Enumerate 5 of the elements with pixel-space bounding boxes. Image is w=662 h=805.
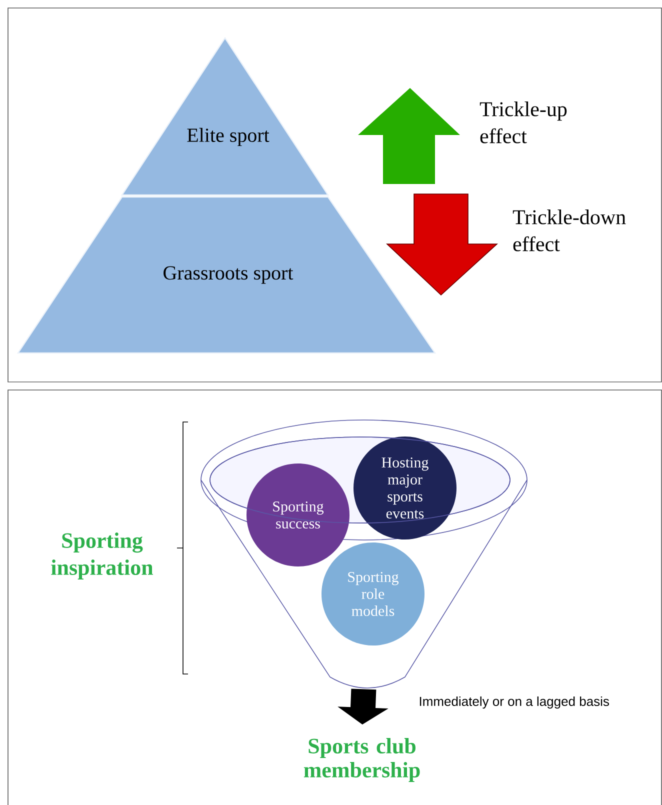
outcome-text: Sports club membership (304, 738, 420, 782)
bracket-label: Sporting inspiration (51, 532, 154, 580)
effect-label: Trickle-down effect (512, 210, 626, 252)
edge-label: Immediately or on a lagged basis (420, 696, 609, 709)
effect-label: Trickle-up effect (480, 102, 567, 144)
